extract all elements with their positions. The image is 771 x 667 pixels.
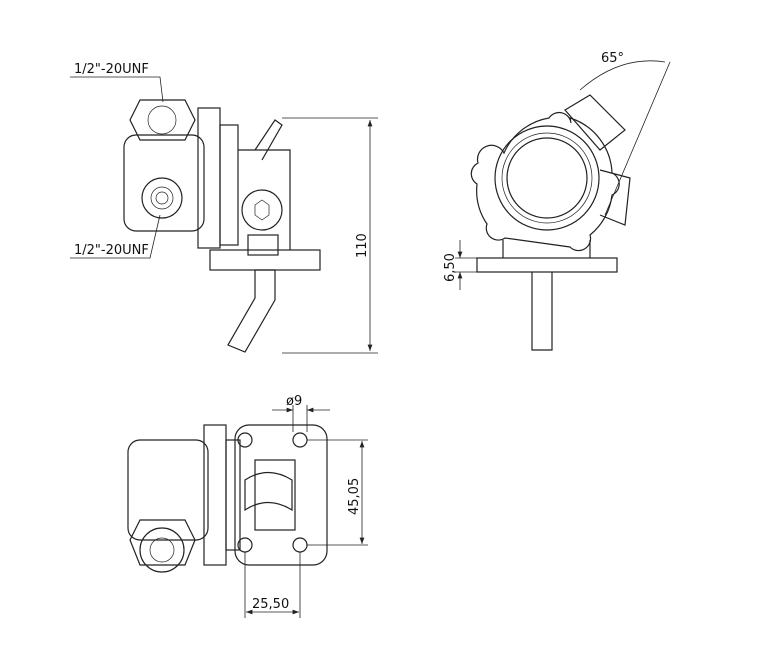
height-dimension-label: 110: [355, 233, 370, 258]
vertical-spacing-label: 45,05: [347, 478, 362, 515]
horizontal-spacing-label: 25,50: [252, 597, 289, 612]
front-view: 65° 6,50: [443, 51, 671, 351]
thread-bottom-label: 1/2"-20UNF: [74, 243, 149, 258]
thread-top-label: 1/2"-20UNF: [74, 62, 149, 77]
hole-diameter-label: ø9: [286, 394, 302, 409]
bottom-view: ø9 45,05 25,50: [127, 394, 368, 618]
flange-thickness-label: 6,50: [443, 253, 458, 282]
side-view: 1/2"-20UNF 1/2"-20UNF 110: [70, 62, 378, 354]
angle-label: 65°: [601, 51, 624, 66]
